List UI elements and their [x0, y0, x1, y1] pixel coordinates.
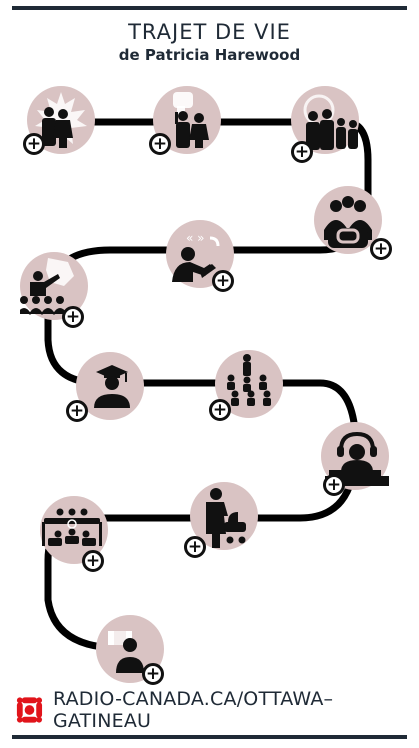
expand-button[interactable]: +: [184, 536, 206, 558]
expand-button[interactable]: +: [323, 474, 345, 496]
timeline-stop-2[interactable]: +: [149, 86, 221, 155]
mother-stroller-icon: [206, 488, 246, 548]
graduate-icon: [94, 365, 130, 408]
radio-canada-link[interactable]: RADIO-CANADA.CA/OTTAWA–GATINEAU: [52, 688, 334, 732]
expand-button[interactable]: +: [142, 663, 164, 685]
timeline-stop-5[interactable]: « » +: [166, 220, 234, 292]
expand-button[interactable]: +: [23, 133, 45, 155]
timeline-stop-4[interactable]: +: [314, 186, 392, 260]
expand-button[interactable]: +: [291, 141, 313, 163]
timeline-stop-12[interactable]: +: [96, 615, 164, 685]
top-rule: [12, 6, 407, 10]
timeline-stop-10[interactable]: +: [40, 496, 108, 572]
expand-button[interactable]: +: [370, 238, 392, 260]
expand-button[interactable]: +: [209, 399, 231, 421]
page-title: TRAJET DE VIE: [128, 20, 291, 44]
student-at-desk-icon: « »: [172, 231, 220, 282]
couple-maple-leaf-icon: [35, 92, 87, 148]
canada-flag-person-icon: [108, 631, 144, 673]
expand-button[interactable]: +: [149, 133, 171, 155]
timeline-stop-9[interactable]: +: [321, 422, 389, 496]
radio-canada-gem-logo: [16, 697, 43, 723]
footer: RADIO-CANADA.CA/OTTAWA–GATINEAU: [14, 688, 419, 732]
timeline-stop-7[interactable]: +: [66, 352, 144, 422]
speaker-at-map-icon: [20, 258, 74, 315]
svg-text:« »: « »: [186, 231, 205, 245]
expand-button[interactable]: +: [82, 550, 104, 572]
expand-button[interactable]: +: [66, 400, 88, 422]
bottom-rule: [12, 735, 407, 739]
community-group-icon: [324, 196, 372, 248]
page-subtitle: de Patricia Harewood: [118, 46, 301, 64]
timeline-stop-1[interactable]: +: [23, 86, 95, 155]
expand-button[interactable]: +: [62, 306, 84, 328]
meeting-table-icon: [42, 508, 102, 546]
timeline-stop-3[interactable]: +: [291, 86, 359, 163]
expand-button[interactable]: +: [212, 270, 234, 292]
timeline-stop-6[interactable]: +: [20, 252, 88, 328]
couple-protest-fist-icon: [173, 92, 209, 148]
radio-host-headset-icon: [325, 431, 389, 486]
timeline-stop-8[interactable]: +: [209, 350, 283, 421]
classroom-icon: [227, 354, 271, 406]
timeline-stop-11[interactable]: +: [184, 482, 258, 558]
